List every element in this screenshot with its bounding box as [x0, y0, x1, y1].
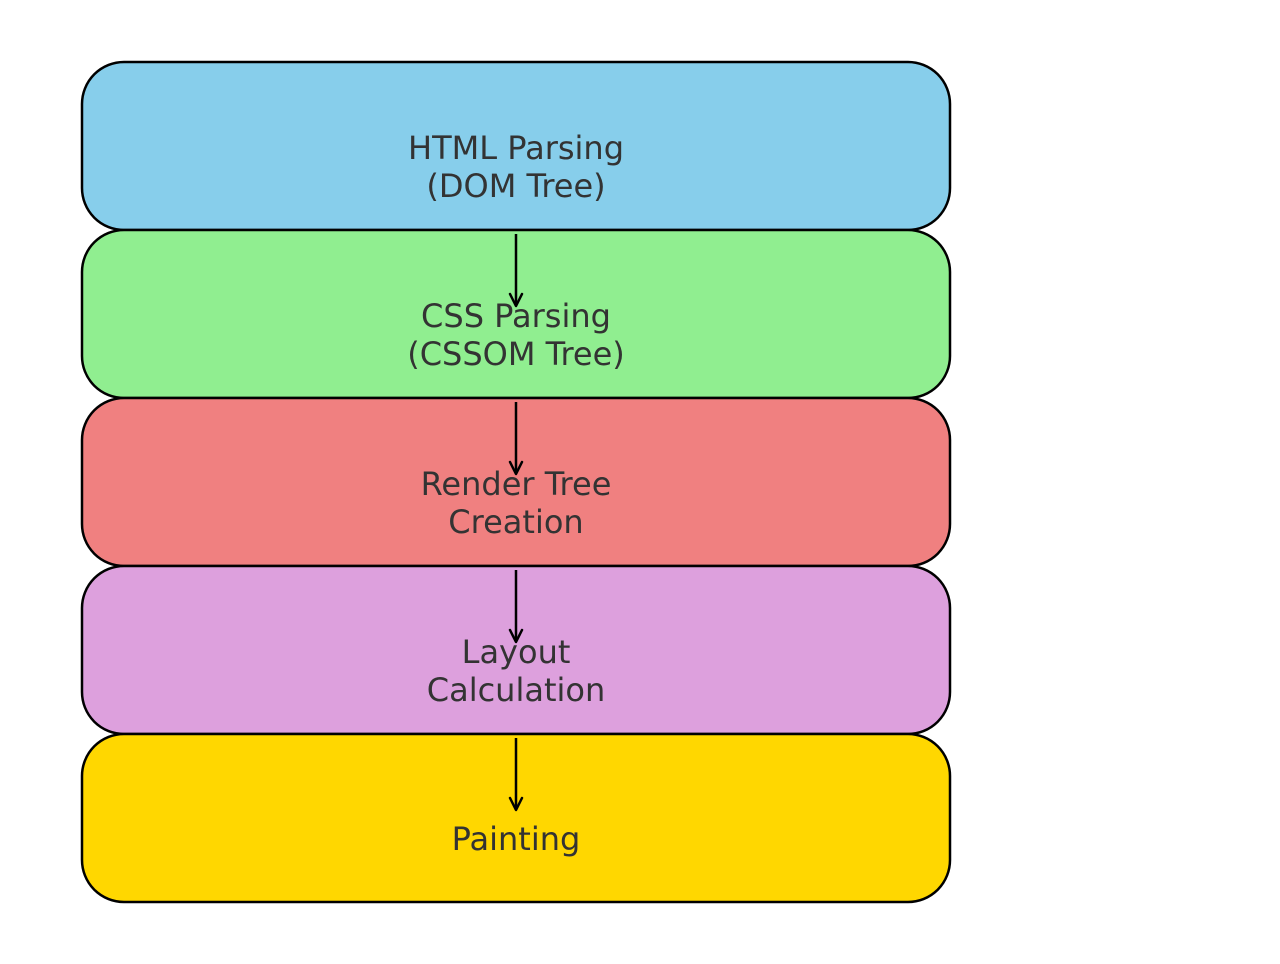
stage-label-line: (DOM Tree)	[426, 167, 605, 205]
stage-label-line: Creation	[448, 503, 583, 541]
flow-arrows	[508, 234, 524, 812]
stage-boxes: HTML Parsing(DOM Tree) CSS Parsing(CSSOM …	[80, 60, 952, 904]
flow-arrow	[508, 402, 524, 476]
stage-css-parsing: CSS Parsing(CSSOM Tree)	[80, 228, 952, 400]
stage-label-painting: Painting	[452, 820, 581, 858]
stage-label-line: Painting	[452, 820, 581, 858]
stage-box-painting	[80, 732, 952, 904]
flow-arrow	[508, 234, 524, 308]
stage-html-parsing: HTML Parsing(DOM Tree)	[80, 60, 952, 232]
flow-arrow	[508, 738, 524, 812]
stage-painting: Painting	[80, 732, 952, 904]
flow-arrow	[508, 570, 524, 644]
arrow-head-icon	[508, 460, 524, 476]
arrow-head-icon	[508, 628, 524, 644]
arrow-head-icon	[508, 292, 524, 308]
stage-label-html-parsing: HTML Parsing(DOM Tree)	[408, 129, 624, 205]
stage-label-css-parsing: CSS Parsing(CSSOM Tree)	[407, 297, 625, 373]
stage-label-line: (CSSOM Tree)	[407, 335, 625, 373]
stage-label-line: Calculation	[427, 671, 606, 709]
arrow-head-icon	[508, 796, 524, 812]
stage-label-line: HTML Parsing	[408, 129, 624, 167]
